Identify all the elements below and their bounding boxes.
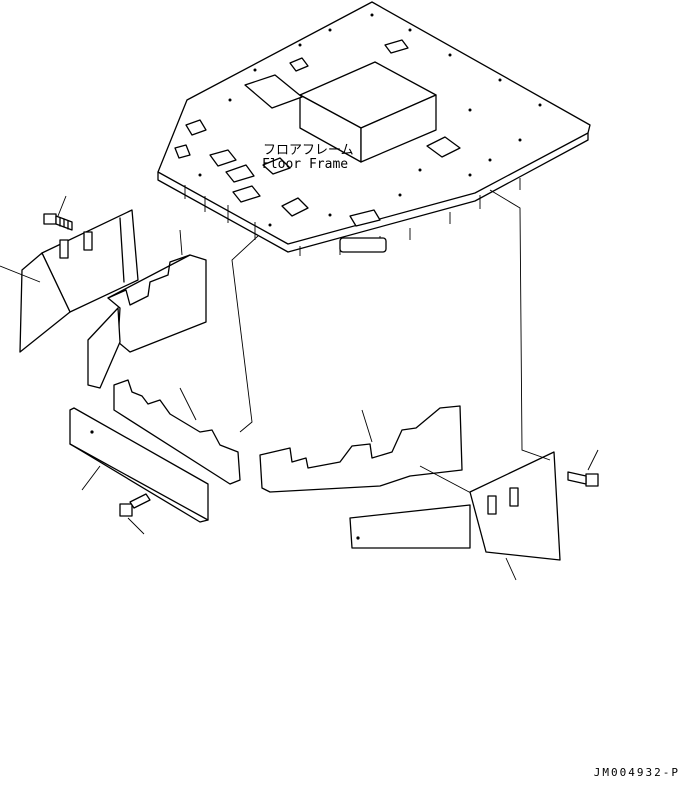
floor-frame-part: [157, 1, 591, 256]
leader-bolt-ul: [57, 195, 67, 217]
right-cover-plate: [349, 451, 561, 581]
floor-frame-label-en: Floor Frame: [262, 157, 349, 172]
drawing-code: JM004932-P: [593, 766, 680, 779]
bolt-upper-left: [43, 213, 73, 231]
lower-foam-pad: [113, 379, 241, 485]
frame-hole-dots: [198, 13, 542, 227]
bolt-lower-left: [119, 493, 151, 535]
bolt-right: [567, 449, 599, 487]
left-foam-pad: [87, 229, 207, 389]
long-angle-bar: [69, 407, 209, 523]
floor-frame-label-jp: フロアフレーム: [263, 143, 354, 158]
center-foam-pad: [259, 405, 489, 503]
assembly-lines: [231, 189, 551, 461]
left-cover-plate: [0, 209, 139, 353]
